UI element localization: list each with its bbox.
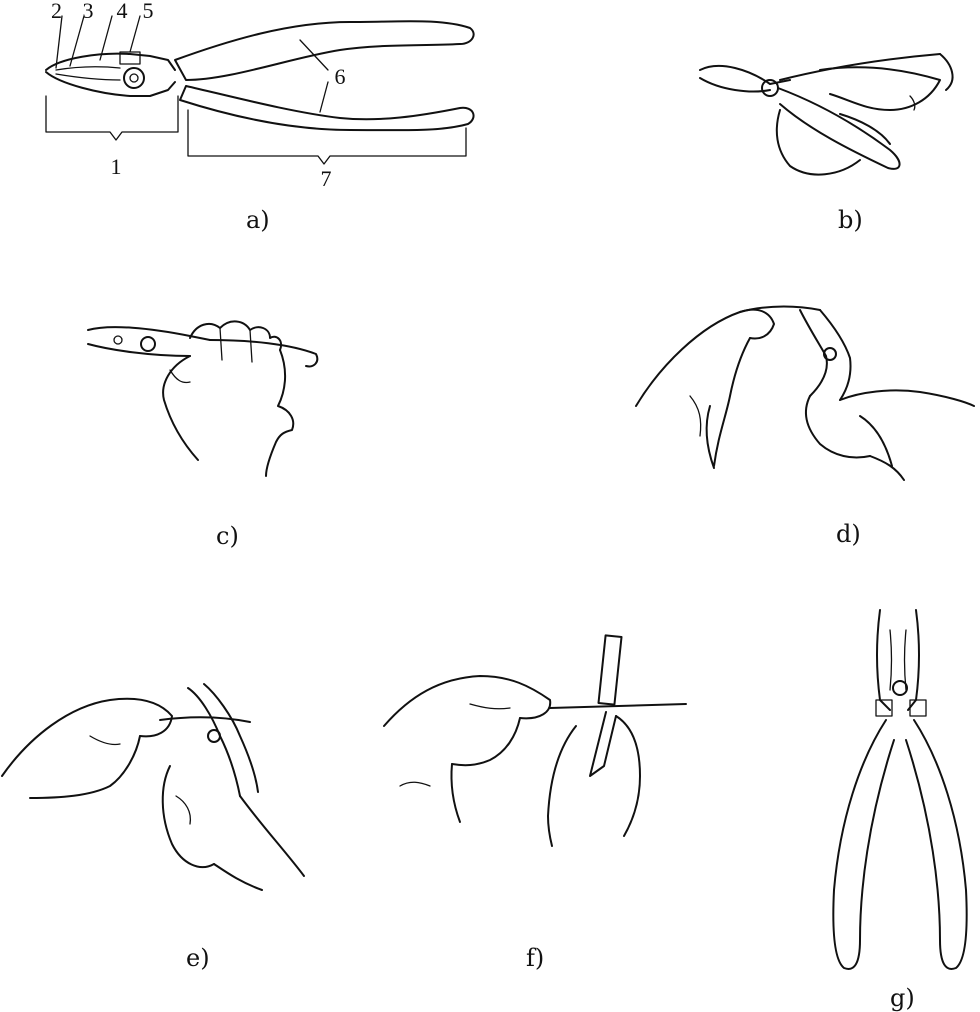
panel-e: e) [0, 676, 320, 976]
panel-g: g) [820, 600, 980, 1009]
pivot-rivet-g [893, 681, 907, 695]
label-2: 2 [51, 0, 62, 23]
panel-d: d) [630, 296, 980, 550]
caption-g: g) [890, 986, 915, 1010]
label-6: 6 [335, 64, 346, 89]
lower-handle [180, 86, 474, 130]
caption-d: d) [836, 522, 861, 546]
hands-stripping-wire-drawing [0, 676, 320, 896]
caption-e: e) [186, 946, 210, 970]
pivot-rivet [124, 68, 144, 88]
label-4: 4 [117, 0, 128, 23]
caption-b: b) [838, 208, 863, 232]
caption-c: c) [216, 524, 239, 548]
label-7: 7 [321, 166, 332, 191]
label-5: 5 [143, 0, 154, 23]
label-1: 1 [111, 154, 122, 179]
panel-c: c) [80, 310, 340, 550]
panel-f: f) [380, 616, 700, 976]
left-jaw [877, 610, 890, 710]
panel-b: b) [690, 40, 980, 240]
hands-bending-wire-drawing [630, 296, 980, 486]
panel-a: 2 3 4 5 6 1 7 a) [0, 0, 490, 240]
pliers-anatomy-drawing: 2 3 4 5 6 1 7 [0, 0, 490, 200]
bracket-7 [188, 110, 466, 164]
right-handle [906, 720, 967, 969]
right-jaw [908, 610, 919, 710]
hand-holding-closed-pliers-drawing [80, 310, 340, 480]
bracket-1 [46, 96, 178, 140]
hand-gripping-pliers-drawing [690, 40, 980, 200]
upper-handle [175, 21, 474, 80]
caption-f: f) [526, 946, 544, 970]
pliers-drawing [820, 600, 980, 980]
hands-cutting-wire-with-knife-drawing [380, 616, 700, 846]
caption-a: a) [246, 208, 270, 232]
label-3: 3 [83, 0, 94, 23]
left-handle [833, 720, 894, 969]
